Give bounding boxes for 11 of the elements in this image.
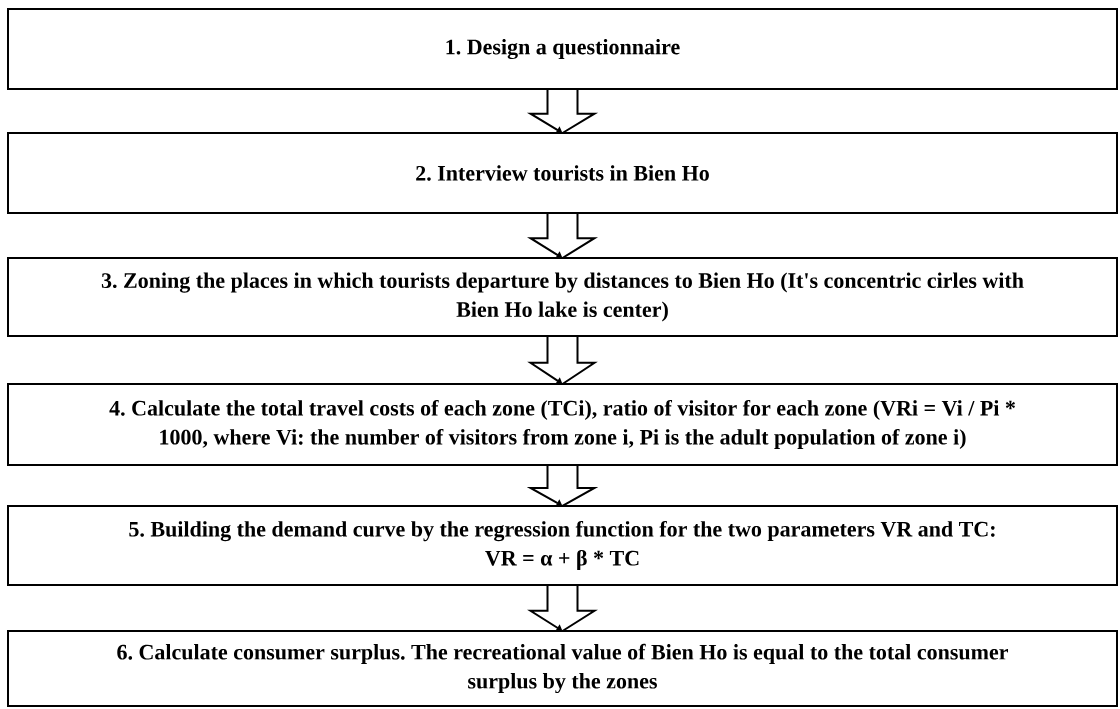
block-arrow <box>527 585 598 632</box>
process-box: 3. Zoning the places in which tourists departure by distances to Bien Ho (It's concentric cirles with Bien Ho lake is center) <box>7 257 1118 337</box>
block-arrow <box>526 89 599 134</box>
process-box: 5. Building the demand curve by the regression function for the two parameters VR and TC: VR = α + β * TC <box>7 505 1118 586</box>
block-arrow <box>527 336 598 385</box>
block-arrow <box>527 213 598 259</box>
process-box: 2. Interview tourists in Bien Ho <box>7 132 1118 214</box>
process-box: 4. Calculate the total travel costs of each zone (TCi), ratio of visitor for each zone (VRi = Vi / Pi * 1000, where Vi: the number of visitors from zone i, Pi is the adult population of zone i) <box>7 383 1118 466</box>
block-arrow <box>526 465 599 507</box>
process-box: 6. Calculate consumer surplus. The recreational value of Bien Ho is equal to the total consumer surplus by the zones <box>7 630 1118 707</box>
process-box: 1. Design a questionnaire <box>7 8 1118 90</box>
